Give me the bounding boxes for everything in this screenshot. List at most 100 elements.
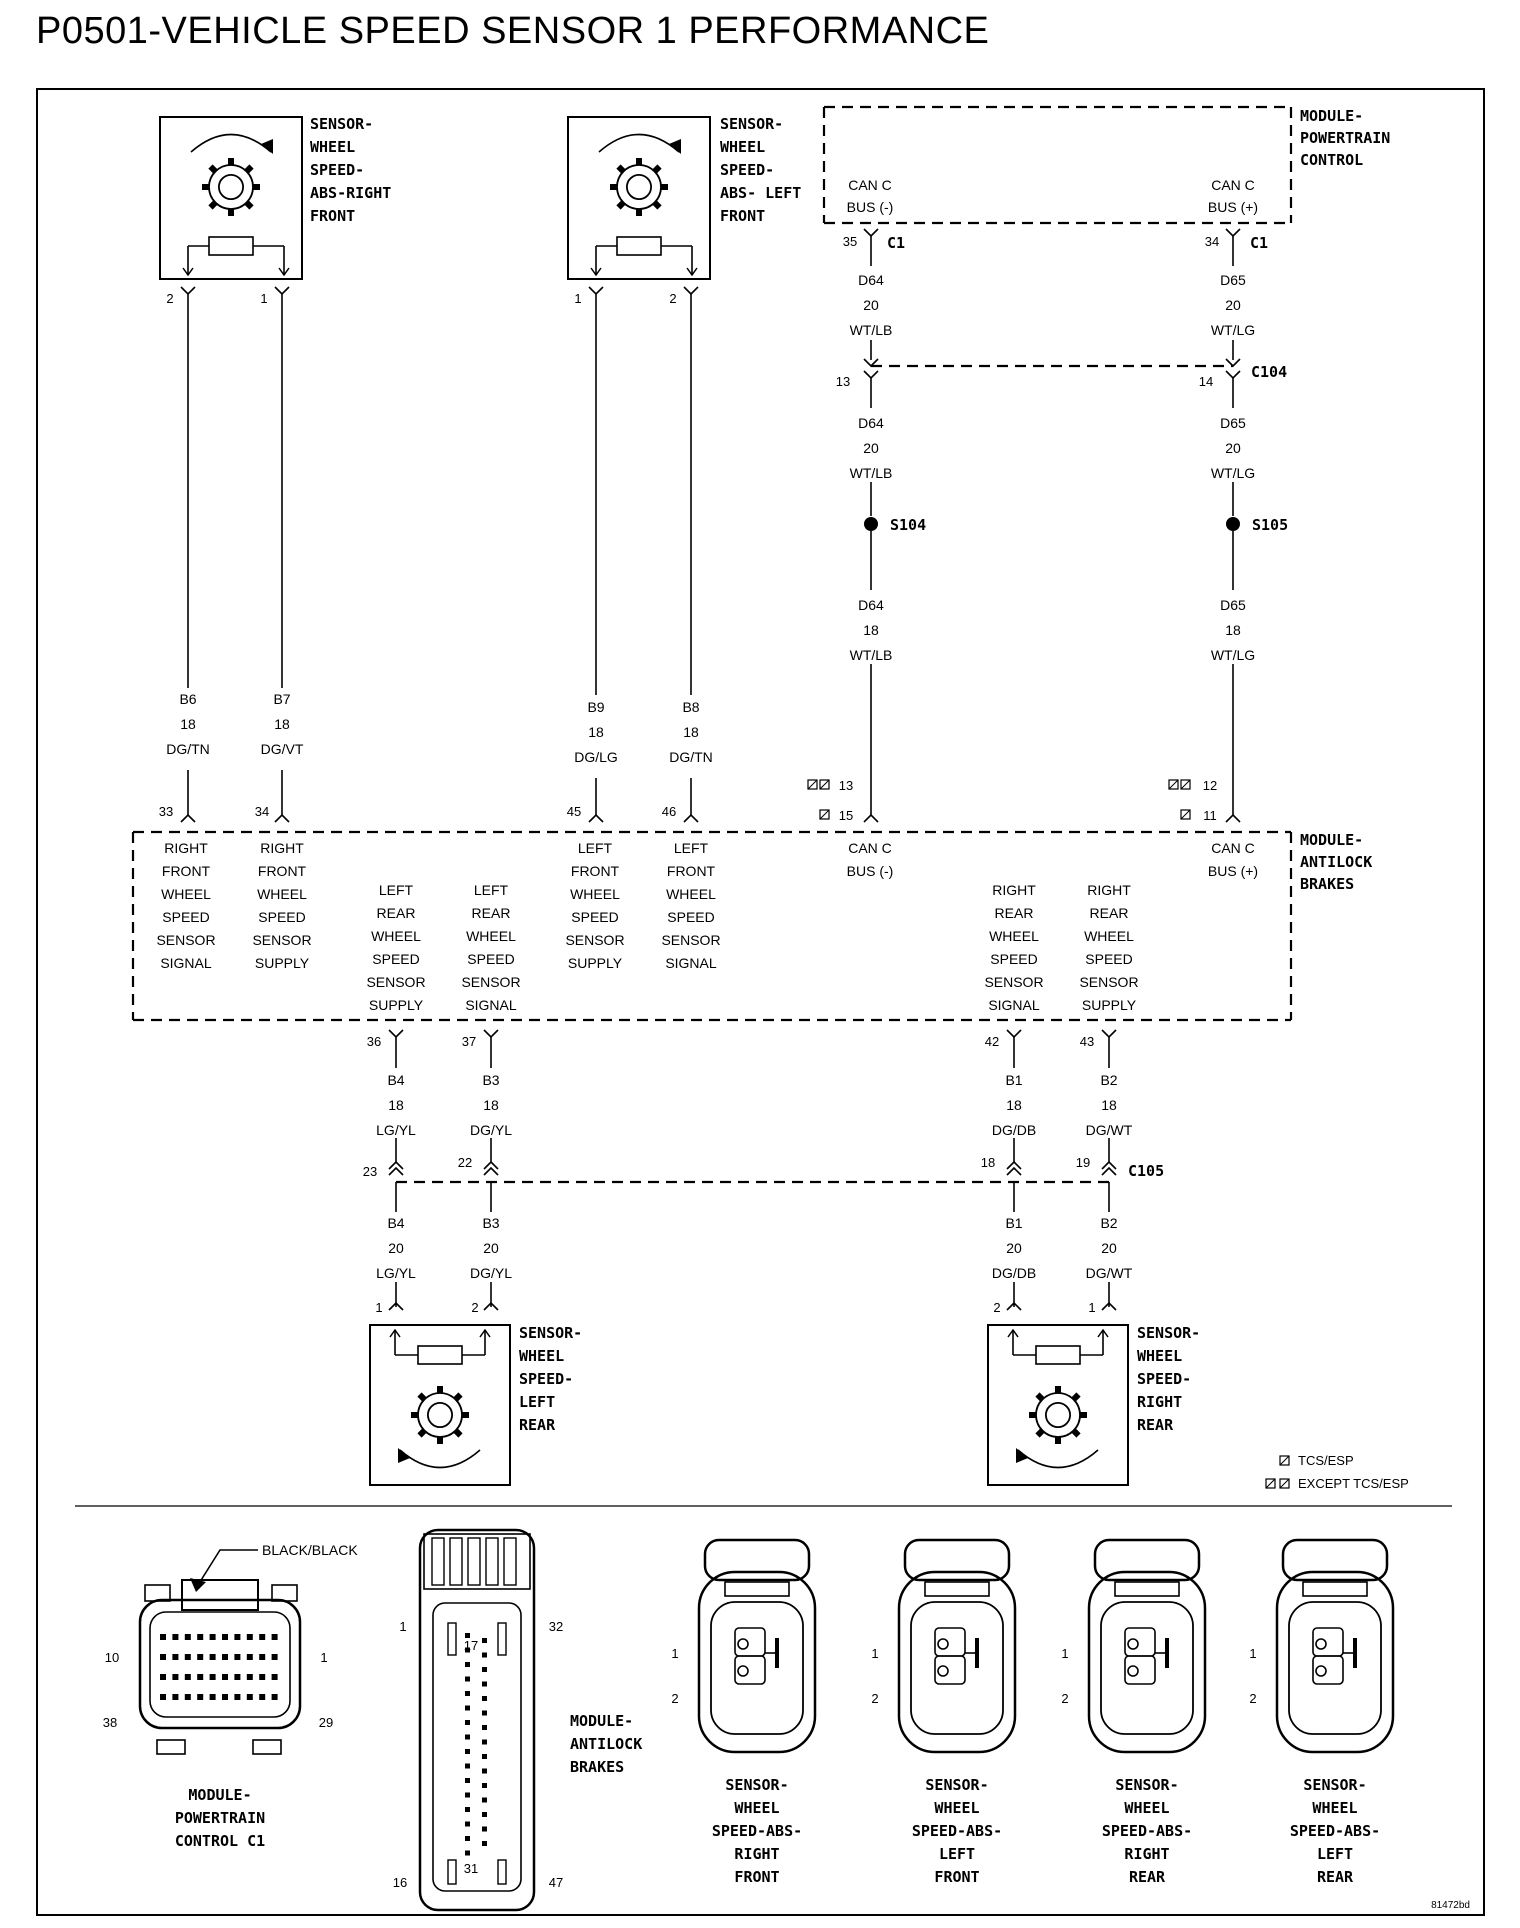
abs-conn-inner bbox=[432, 1602, 522, 1892]
sensor-conn-label: SPEED-ABS- bbox=[912, 1822, 1002, 1840]
arrow-head bbox=[1016, 1448, 1028, 1463]
gear-tooth bbox=[208, 164, 218, 174]
gear-tooth bbox=[453, 1392, 463, 1402]
wire-label: B8 bbox=[682, 699, 699, 715]
gear-body bbox=[616, 164, 662, 210]
gear-hub bbox=[1045, 1402, 1072, 1429]
connector-pin bbox=[483, 1301, 499, 1311]
connector-pin bbox=[683, 813, 699, 823]
pin-number: 32 bbox=[549, 1619, 563, 1634]
abs-circuit-label: FRONT bbox=[667, 863, 716, 879]
pcm-c1-label: POWERTRAIN bbox=[175, 1809, 265, 1827]
gear-icon bbox=[202, 158, 260, 216]
sensor-conn-label: WHEEL bbox=[1312, 1799, 1357, 1817]
pcm-label: CONTROL bbox=[1300, 151, 1363, 169]
sensor-conn-inner bbox=[1100, 1601, 1194, 1735]
callout-arrow bbox=[190, 1578, 206, 1592]
wire-label: D64 bbox=[858, 597, 884, 613]
legend-mark bbox=[1180, 809, 1191, 820]
pcm-label: MODULE- bbox=[1300, 107, 1363, 125]
sensor-conn-label: SPEED-ABS- bbox=[712, 1822, 802, 1840]
wire-label: 20 bbox=[1006, 1240, 1022, 1256]
arrow-head bbox=[669, 139, 681, 154]
abs-circuit-label: WHEEL bbox=[257, 886, 307, 902]
sensor-conn-top bbox=[1281, 1538, 1389, 1582]
pin-number: 15 bbox=[839, 808, 853, 823]
abs-circuit-label: SUPPLY bbox=[1082, 997, 1137, 1013]
abs-conn-cavity bbox=[465, 1850, 470, 1856]
legend-mark bbox=[1279, 1478, 1290, 1489]
abs-circuit-label: SENSOR bbox=[366, 974, 425, 990]
pin-number: 31 bbox=[464, 1861, 478, 1876]
legend-mark bbox=[1168, 779, 1179, 790]
pcm-c1-cavity bbox=[271, 1654, 278, 1660]
pin-number: 33 bbox=[159, 804, 173, 819]
abs-conn-cavity bbox=[482, 1710, 487, 1716]
pin-number: 2 bbox=[669, 291, 676, 306]
abs-circuit-label: SIGNAL bbox=[665, 955, 717, 971]
abs-conn-cavity bbox=[482, 1725, 487, 1730]
connector-id: C1 bbox=[887, 234, 905, 252]
gear-tooth bbox=[208, 200, 218, 210]
abs-conn-cavity bbox=[465, 1734, 470, 1740]
wire-label: 20 bbox=[483, 1240, 499, 1256]
pin-number: 11 bbox=[1203, 808, 1217, 823]
abs-circuit-label: WHEEL bbox=[161, 886, 211, 902]
sensor-rr-label: RIGHT bbox=[1137, 1393, 1182, 1411]
pcm-c1-cavity bbox=[172, 1694, 179, 1700]
abs-circuit-label: WHEEL bbox=[989, 928, 1039, 944]
pin-number: 45 bbox=[567, 804, 581, 819]
wire-label: 18 bbox=[683, 724, 699, 740]
sensor-conn-pin bbox=[1315, 1665, 1327, 1677]
abs-conn-cavity bbox=[482, 1739, 487, 1745]
legend-mark bbox=[819, 809, 830, 820]
abs-circuit-label: RIGHT bbox=[1087, 882, 1131, 898]
gear-body bbox=[208, 164, 254, 210]
sensor-rf-label: ABS-RIGHT bbox=[310, 184, 391, 202]
sensor-lf-label: ABS- LEFT bbox=[720, 184, 801, 202]
wire-label: 18 bbox=[1101, 1097, 1117, 1113]
pcm-c1-cavity bbox=[172, 1674, 179, 1680]
gear-icon bbox=[610, 158, 668, 216]
pcm-c1-cavity bbox=[160, 1634, 166, 1640]
wire-label: 20 bbox=[863, 440, 879, 456]
resistor bbox=[208, 236, 254, 256]
callout-line bbox=[197, 1549, 258, 1586]
gear-tooth bbox=[417, 1428, 427, 1438]
lead-arrow bbox=[182, 267, 194, 277]
abs-circuit-label: WHEEL bbox=[1084, 928, 1134, 944]
gear-icon bbox=[411, 1386, 469, 1444]
legend-mark bbox=[819, 779, 830, 790]
pcm-c1-cavity bbox=[160, 1674, 166, 1680]
pcm-c1-cavity bbox=[234, 1654, 241, 1660]
wire-label: B4 bbox=[387, 1072, 404, 1088]
pin-number: 10 bbox=[105, 1650, 119, 1665]
abs-circuit-label: SENSOR bbox=[565, 932, 624, 948]
abs-circuit-label: SPEED bbox=[258, 909, 305, 925]
figure-code: 81472bd bbox=[1431, 1900, 1470, 1911]
gear-tooth bbox=[1035, 1428, 1045, 1438]
abs-circuit-label: CAN C bbox=[848, 840, 892, 856]
connector-pin bbox=[1101, 1029, 1117, 1039]
sensor-rf-label: WHEEL bbox=[310, 138, 355, 156]
abs-conn-cavity bbox=[482, 1652, 487, 1658]
connector-id: C105 bbox=[1128, 1162, 1164, 1180]
abs-circuit-label: FRONT bbox=[258, 863, 307, 879]
sensor-conn-terminal bbox=[734, 1655, 766, 1685]
pin-number: 36 bbox=[367, 1034, 381, 1049]
pin-number: 34 bbox=[1205, 234, 1219, 249]
pcm-can-low: BUS (-) bbox=[847, 199, 894, 215]
pin-number: 16 bbox=[393, 1875, 407, 1890]
legend-mark bbox=[1279, 1478, 1290, 1489]
pcm-c1-body bbox=[138, 1598, 302, 1730]
c105-pin bbox=[1006, 1166, 1022, 1176]
sensor-lr-label: SENSOR- bbox=[519, 1324, 582, 1342]
abs-circuit-label: SUPPLY bbox=[255, 955, 310, 971]
abs-conn-cavity bbox=[465, 1749, 470, 1754]
pin-number: 2 bbox=[993, 1300, 1000, 1315]
sensor-conn-top bbox=[1093, 1538, 1201, 1582]
abs-circuit-label: SPEED bbox=[162, 909, 209, 925]
pcm-c1-cavity bbox=[234, 1694, 241, 1700]
sensor-conn-inner bbox=[710, 1601, 804, 1735]
abs-circuit-label: FRONT bbox=[571, 863, 620, 879]
